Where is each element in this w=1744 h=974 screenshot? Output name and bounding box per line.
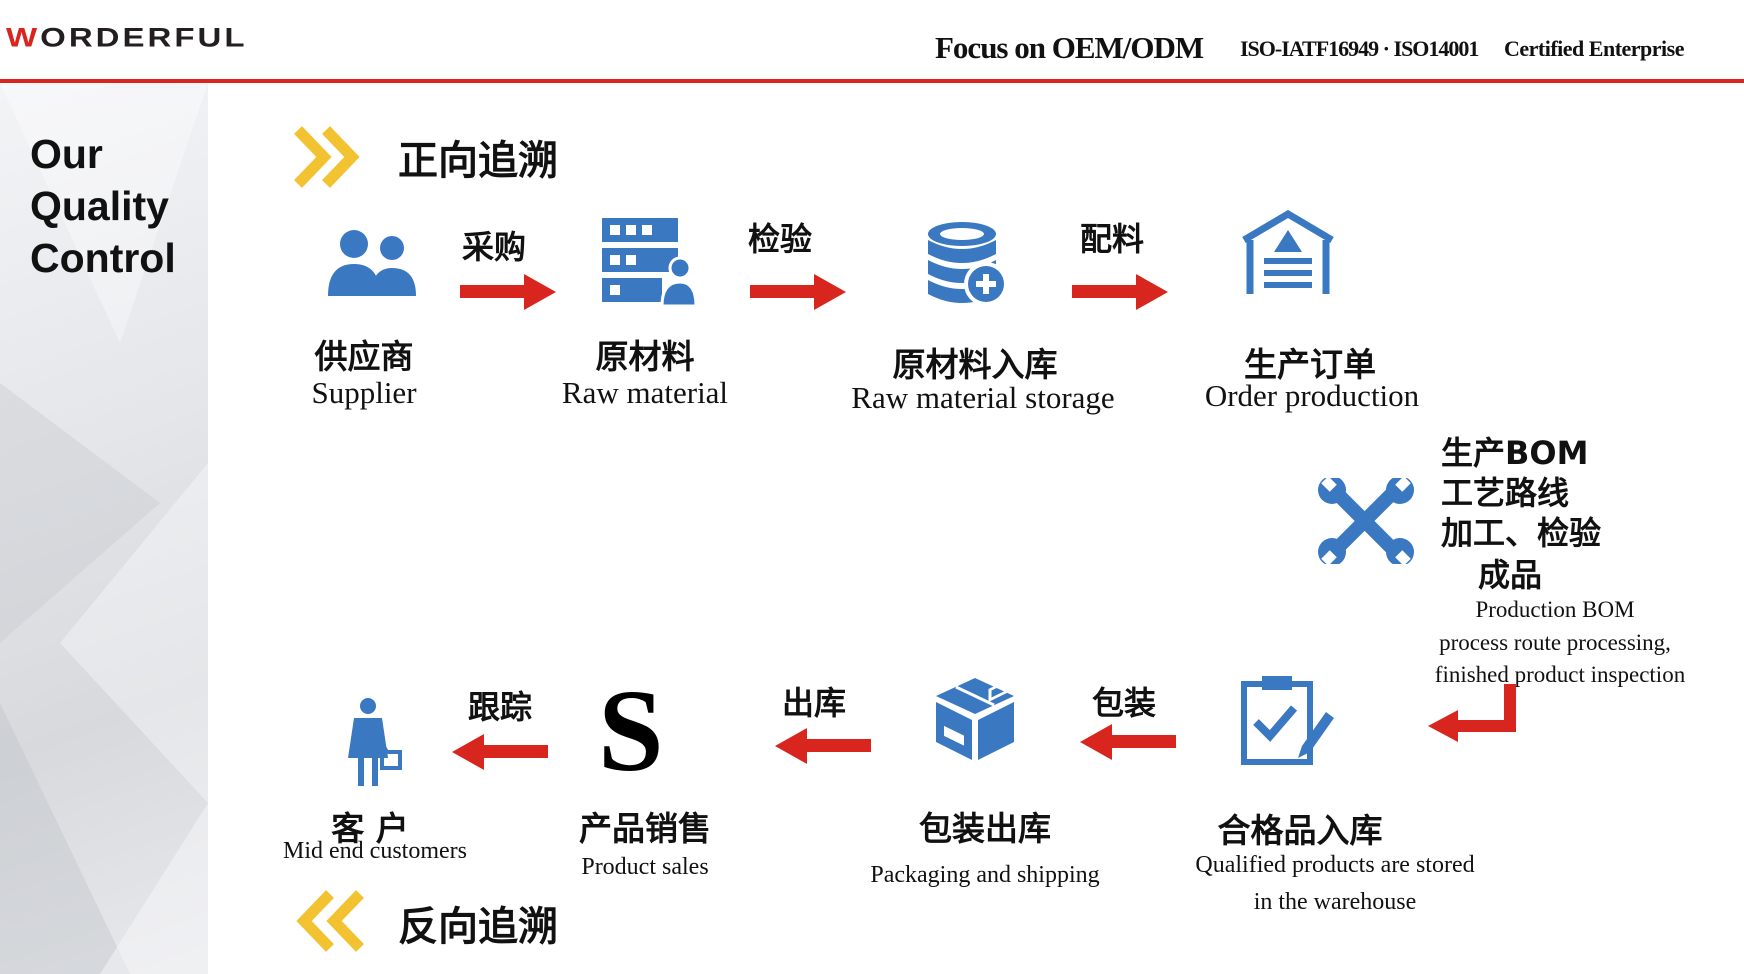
node-packaging-shipping-en: Packaging and shipping: [870, 862, 1100, 888]
page-title: Our Quality Control: [30, 128, 176, 284]
checklist-icon: [1241, 676, 1334, 765]
step-label-purchase: 采购: [462, 228, 527, 266]
node-qualified-storage-cn: 合格品入库: [1217, 811, 1383, 850]
node-qualified-storage-en-1: Qualified products are stored: [1195, 852, 1475, 878]
reverse-trace-title: 反向追溯: [398, 904, 558, 950]
warehouse-icon: [1242, 210, 1334, 294]
node-customer-en: Mid end customers: [283, 838, 467, 864]
node-supplier-en: Supplier: [311, 375, 417, 410]
sidebar-panel: [0, 83, 208, 974]
node-customer-cn: 客 户: [331, 809, 409, 848]
production-bom-cn: 生产BOM: [1441, 434, 1589, 472]
focus-oem-odm-text: Focus on OEM/ODM: [935, 30, 1204, 65]
title-line-3: Control: [30, 235, 176, 281]
box-icon: [936, 678, 1014, 760]
process-route-cn: 工艺路线: [1441, 474, 1570, 512]
process-route-en: process route processing,: [1439, 630, 1671, 655]
node-product-sales-en: Product sales: [581, 854, 709, 880]
node-supplier-cn: 供应商: [314, 337, 414, 376]
production-bom-en: Production BOM: [1475, 597, 1635, 622]
finished-product-cn: 成品: [1478, 556, 1543, 594]
title-line-1: Our: [30, 131, 103, 177]
node-raw-material-en: Raw material: [561, 375, 729, 410]
finished-inspection-en: finished product inspection: [1434, 662, 1686, 687]
certified-enterprise-text: Certified Enterprise: [1504, 36, 1685, 61]
header-divider: [0, 79, 1744, 83]
database-plus-icon: [928, 222, 1008, 306]
node-qualified-storage-en-2: in the warehouse: [1253, 889, 1417, 915]
forward-arrow-3: [1072, 274, 1168, 310]
wrench-cross-icon: [1318, 478, 1414, 564]
forward-trace-title: 正向追溯: [398, 138, 558, 184]
step-label-packing: 包装: [1092, 684, 1157, 722]
server-worker-icon: [602, 218, 696, 308]
forward-arrow-2: [750, 274, 846, 310]
node-order-production-cn: 生产订单: [1244, 345, 1376, 384]
node-raw-storage-cn: 原材料入库: [892, 345, 1058, 384]
processing-inspection-cn: 加工、检验: [1441, 514, 1602, 552]
node-order-production-en: Order production: [1204, 378, 1420, 413]
node-product-sales-cn: 产品销售: [579, 809, 711, 848]
iso-certification-text: ISO-IATF16949 · ISO14001: [1240, 36, 1479, 61]
node-raw-material-cn: 原材料: [595, 337, 695, 376]
customer-icon: [348, 698, 402, 786]
step-label-batching: 配料: [1080, 220, 1145, 258]
step-label-inspection: 检验: [748, 220, 813, 258]
return-corner-arrow: [1428, 684, 1516, 742]
header-bar: WORDERFUL Focus on OEM/ODM ISO-IATF16949…: [0, 0, 1744, 82]
forward-arrow-1: [460, 274, 556, 310]
brand-logo: WORDERFUL: [6, 22, 248, 53]
node-raw-storage-en: Raw material storage: [851, 380, 1115, 415]
users-icon: [326, 230, 418, 298]
forward-chevron-icon: [294, 126, 360, 188]
title-line-2: Quality: [30, 183, 169, 229]
reverse-arrow-packing: [1080, 724, 1176, 760]
node-packaging-shipping-cn: 包装出库: [919, 809, 1051, 848]
reverse-chevron-icon: [296, 890, 364, 952]
step-label-tracking: 跟踪: [468, 688, 533, 726]
step-label-outbound: 出库: [782, 684, 847, 722]
reverse-arrow-outbound: [775, 728, 871, 764]
reverse-arrow-tracking: [452, 734, 548, 770]
sidebar-background-facets: [0, 83, 208, 974]
letter-s-icon: S: [598, 665, 664, 796]
